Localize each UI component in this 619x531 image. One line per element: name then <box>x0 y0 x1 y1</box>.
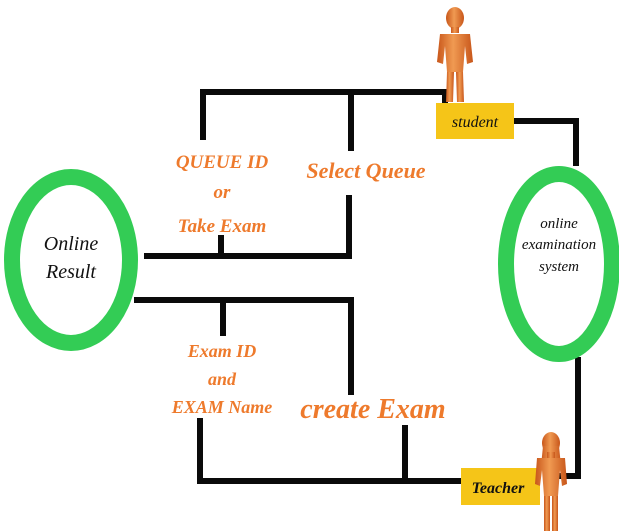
exam-id-label-2: and <box>208 369 237 389</box>
flow-line-exam-id <box>134 297 354 395</box>
student-node: student <box>436 103 514 139</box>
flow-line-system-teacher <box>549 357 581 479</box>
exam-system-label-1: online <box>540 216 578 232</box>
queue-id-flow-label: QUEUE ID or Take Exam <box>176 152 269 237</box>
exam-id-label-3: EXAM Name <box>171 397 273 417</box>
teacher-figure-icon <box>535 432 567 531</box>
exam-id-label-1: Exam ID <box>187 341 257 361</box>
online-result-label-2: Result <box>45 261 96 283</box>
queue-id-label-3: Take Exam <box>178 216 267 237</box>
queue-id-label-2: or <box>214 182 232 203</box>
exam-system-label-2: examination <box>522 237 596 253</box>
online-result-node: Online Result <box>4 169 138 351</box>
teacher-label: Teacher <box>472 480 526 497</box>
exam-id-flow-label: Exam ID and EXAM Name <box>171 341 273 417</box>
exam-system-label-3: system <box>539 259 579 275</box>
online-exam-system-node: online examination system <box>498 166 619 362</box>
create-exam-label: create Exam <box>300 394 445 425</box>
online-result-label-1: Online <box>44 233 99 255</box>
flow-line-student-system <box>510 118 579 166</box>
queue-id-label-1: QUEUE ID <box>176 152 269 173</box>
flow-line-top <box>200 89 448 140</box>
flow-line-queue-id <box>144 195 352 259</box>
student-label: student <box>452 114 499 131</box>
flow-line-bottom <box>197 418 464 484</box>
teacher-node: Teacher <box>461 468 540 505</box>
student-figure-icon <box>437 7 473 102</box>
select-queue-label: Select Queue <box>306 158 425 183</box>
